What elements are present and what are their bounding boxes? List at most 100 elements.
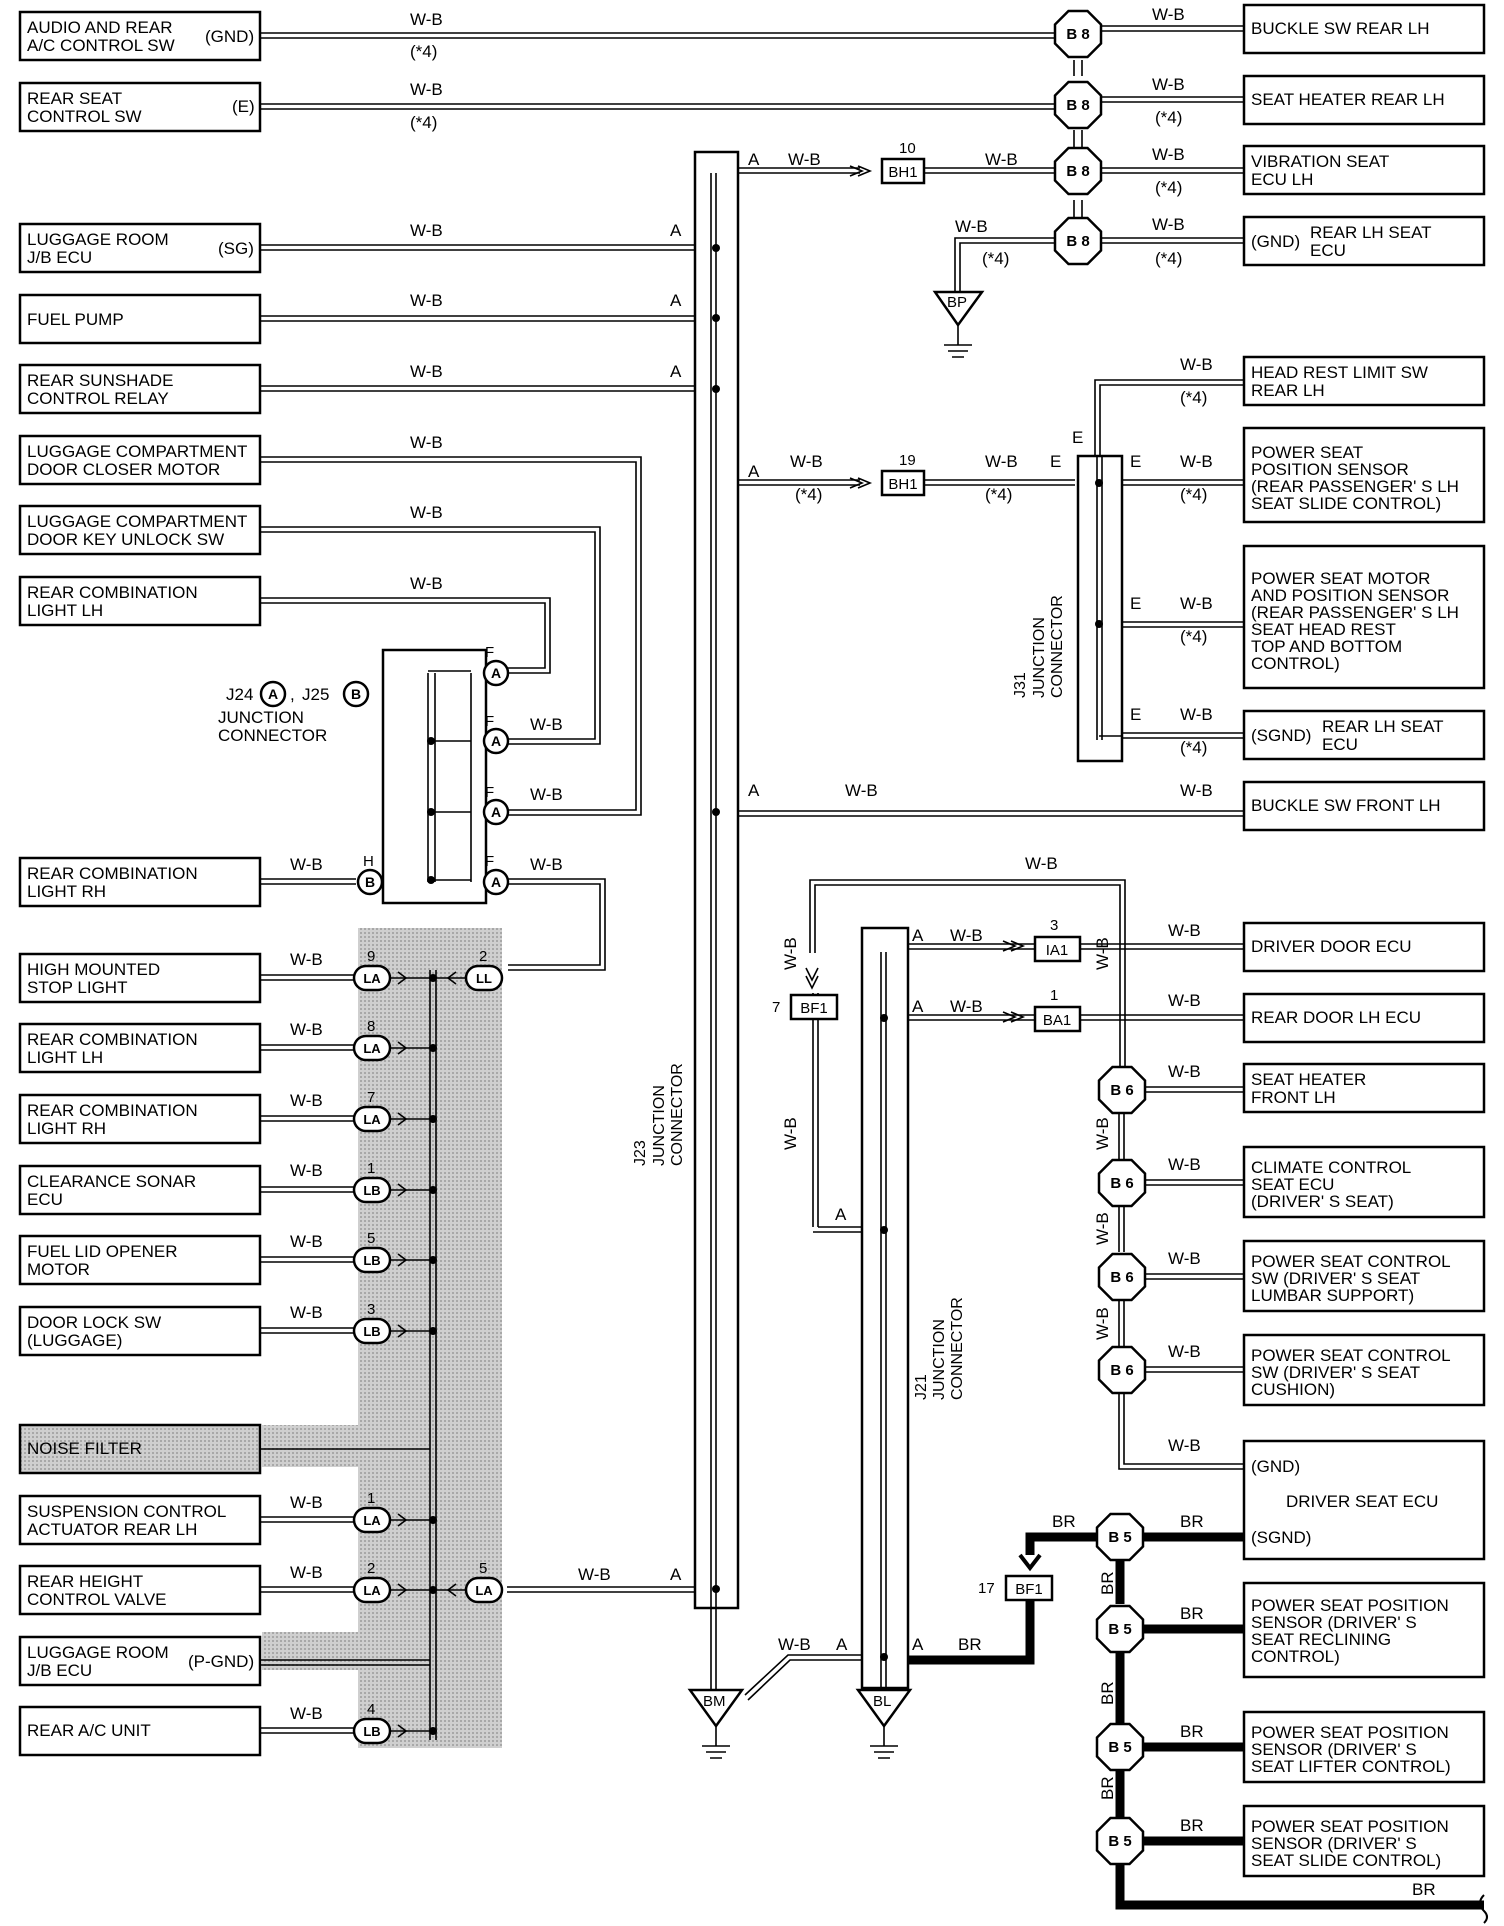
wire-label-72: W-B <box>1168 1436 1201 1455</box>
bf1-low: BF1 <box>1015 1581 1043 1598</box>
wire-label-10: (*4) <box>1155 249 1182 268</box>
wire-label-54: (*4) <box>1180 627 1207 646</box>
right-comp-7-line-1: ECU <box>1322 735 1358 754</box>
b8-connector-4-label: B 8 <box>1066 233 1089 250</box>
j23-name2: CONNECTOR <box>669 1063 686 1166</box>
left-comp-16: SUSPENSION CONTROL ACTUATOR REAR LH <box>18 1494 262 1546</box>
left-comp-5-line-1: DOOR CLOSER MOTOR <box>27 460 220 479</box>
wire-label-40: A <box>748 462 760 481</box>
wire-vlabel-6: BR <box>1098 1571 1117 1595</box>
ll-connector-label: LL <box>476 971 492 986</box>
la-high-stop: LA9 <box>260 948 437 992</box>
left-comp-18-line-1: J/B ECU <box>27 1661 92 1680</box>
left-comp-0-line-0: AUDIO AND REAR <box>27 18 172 37</box>
right-comp-15-pin-0: (GND) <box>1251 1457 1300 1476</box>
right-comp-12-line-1: SEAT ECU <box>1251 1175 1334 1194</box>
j23-name: JUNCTION <box>651 1085 668 1166</box>
ll-connector: LL 2 <box>436 948 504 992</box>
left-comp-14-line-0: DOOR LOCK SW <box>27 1313 161 1332</box>
la-valve: LA2 <box>260 1560 437 1604</box>
j24-j25-connector: A A A A B F F F F H J24 A , J25 B JUNCTI… <box>218 644 510 905</box>
right-comp-18: POWER SEAT POSITION SENSOR (DRIVER' S SE… <box>1242 1804 1486 1878</box>
left-comp-9-line-0: HIGH MOUNTED <box>27 960 160 979</box>
left-comp-5: LUGGAGE COMPARTMENT DOOR CLOSER MOTOR <box>18 434 262 486</box>
wire-label-69: W-B <box>1168 1155 1201 1174</box>
wire-label-73: A <box>835 1205 847 1224</box>
la-right-label: LA <box>475 1583 493 1598</box>
right-comp-9-line-0: DRIVER DOOR ECU <box>1251 937 1412 956</box>
b6-connector-3-label: B 6 <box>1110 1269 1133 1286</box>
b8-connector-3: B 8 <box>1053 146 1103 196</box>
wire-label-21: W-B <box>410 574 443 593</box>
b5-connector-3: B 5 <box>1095 1722 1145 1772</box>
wire-label-5: W-B <box>1152 75 1185 94</box>
left-comp-13-line-0: FUEL LID OPENER <box>27 1242 178 1261</box>
wire-label-51: (*4) <box>1180 485 1207 504</box>
j31-name2: CONNECTOR <box>1049 595 1066 698</box>
wire-label-77: BR <box>958 1635 982 1654</box>
la-rcr-label: LA <box>363 1112 381 1127</box>
left-comp-16-line-0: SUSPENSION CONTROL <box>27 1502 226 1521</box>
b5-connector-1-label: B 5 <box>1108 1529 1131 1546</box>
wire-label-65: W-B <box>950 926 983 945</box>
lb-ac: LB4 <box>260 1701 437 1745</box>
lb-fuel: LB5 <box>260 1230 437 1274</box>
wire-label-46: E <box>1072 428 1083 447</box>
right-comp-14-line-0: POWER SEAT CONTROL <box>1251 1346 1451 1365</box>
right-comp-16-line-2: SEAT RECLINING <box>1251 1630 1391 1649</box>
ground-bm: BM <box>687 1688 745 1759</box>
wire-label-18: W-B <box>410 362 443 381</box>
right-comp-4-line-1: REAR LH <box>1251 381 1325 400</box>
left-comp-1: REAR SEAT CONTROL SW (E) <box>18 81 262 133</box>
left-comp-11: REAR COMBINATION LIGHT RH <box>18 1093 262 1145</box>
bf1-low-pin: 17 <box>978 1580 995 1597</box>
left-comp-5-line-0: LUGGAGE COMPARTMENT <box>27 442 247 461</box>
left-comp-6: LUGGAGE COMPARTMENT DOOR KEY UNLOCK SW <box>18 504 262 556</box>
wire-label-57: (*4) <box>1180 738 1207 757</box>
wire-label-53: W-B <box>1180 594 1213 613</box>
j25-id: J25 <box>302 685 329 704</box>
left-comp-10-line-1: LIGHT LH <box>27 1048 103 1067</box>
wire-label-49: E <box>1130 452 1141 471</box>
wire-labels: W-B (*4) W-B (*4) W-B W-B (*4) W-B (*4) W-B (*4) W-… <box>290 5 1436 1899</box>
right-comp-5-line-0: POWER SEAT <box>1251 443 1363 462</box>
wire-label-83: BR <box>1412 1880 1436 1899</box>
wire-label-32: W-B <box>290 1161 323 1180</box>
right-comp-16-line-3: CONTROL) <box>1251 1647 1340 1666</box>
right-comp-8-line-0: BUCKLE SW FRONT LH <box>1251 796 1441 815</box>
wire-label-15: (*4) <box>982 249 1009 268</box>
b5-connector-4-label: B 5 <box>1108 1833 1131 1850</box>
j24-pin-a3: A <box>491 804 501 820</box>
bh1-mid-pin: 19 <box>899 452 916 469</box>
right-comp-1: SEAT HEATER REAR LH <box>1242 74 1486 126</box>
left-comp-2: LUGGAGE ROOM J/B ECU (SG) <box>18 222 262 274</box>
wire-label-8: (*4) <box>1155 178 1182 197</box>
left-comp-6-line-0: LUGGAGE COMPARTMENT <box>27 512 247 531</box>
j24-pin-a4: A <box>491 874 501 890</box>
right-comp-12-line-2: (DRIVER' S SEAT) <box>1251 1192 1394 1211</box>
wire-label-26: W-B <box>530 785 563 804</box>
right-comp-4-line-0: HEAD REST LIMIT SW <box>1251 363 1428 382</box>
right-comp-18-line-1: SENSOR (DRIVER' S <box>1251 1834 1417 1853</box>
left-comp-4: REAR SUNSHADE CONTROL RELAY <box>18 363 262 415</box>
left-comp-9: HIGH MOUNTED STOP LIGHT <box>18 952 262 1004</box>
bh1-mid: BH1 <box>888 476 917 493</box>
right-comp-5-line-1: POSITION SENSOR <box>1251 460 1409 479</box>
left-comp-12: CLEARANCE SONAR ECU <box>18 1164 262 1216</box>
left-comp-8-line-1: LIGHT RH <box>27 882 106 901</box>
right-comp-2-line-1: ECU LH <box>1251 170 1313 189</box>
wire-label-24: A <box>670 362 682 381</box>
right-components: BUCKLE SW REAR LH SEAT HEATER REAR LH VI… <box>1242 3 1486 1878</box>
wire-vlabel-3: W-B <box>1093 1117 1112 1150</box>
b8-connector-2-label: B 8 <box>1066 97 1089 114</box>
ll-connector-pin: 2 <box>479 948 487 965</box>
b6-connector-1: B 6 <box>1097 1065 1147 1115</box>
la-high-stop-pin: 9 <box>367 948 375 965</box>
j23-connector: J23 JUNCTION CONNECTOR <box>632 150 740 1690</box>
right-comp-15-pin-1: (SGND) <box>1251 1528 1311 1547</box>
wire-label-67: W-B <box>950 997 983 1016</box>
b8-connector-1: B 8 <box>1053 9 1103 59</box>
b8-connector-3-label: B 8 <box>1066 163 1089 180</box>
